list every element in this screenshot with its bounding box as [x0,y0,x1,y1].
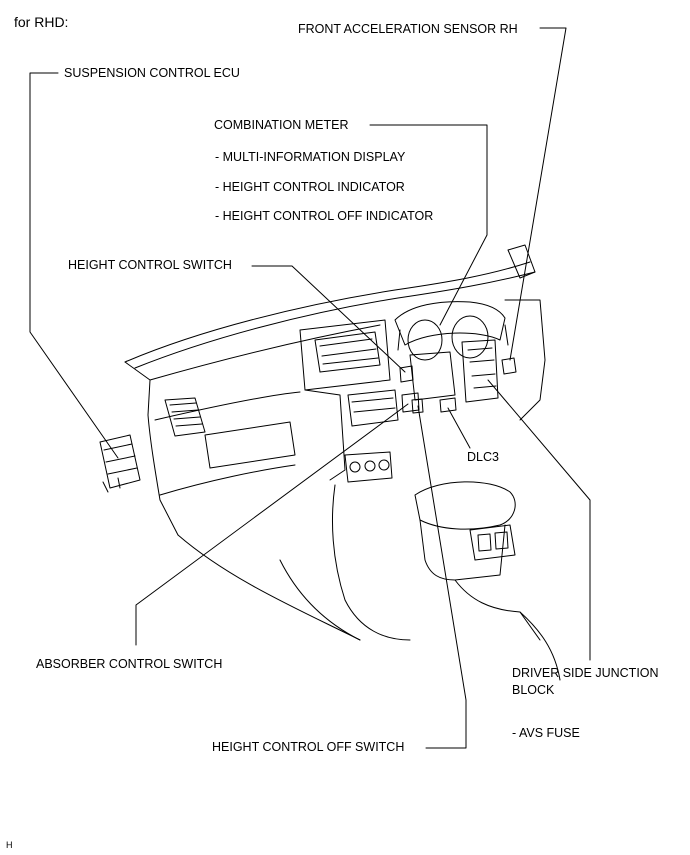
page-heading: for RHD: [14,14,69,30]
center-stack [304,389,346,481]
label-height-control-indicator: - HEIGHT CONTROL INDICATOR [215,180,405,194]
corner-mark: H [6,840,13,850]
leader-suspension-ecu [29,72,119,459]
center-vent-frame [299,319,391,391]
glovebox-lid [204,421,296,469]
label-height-control-off-switch: HEIGHT CONTROL OFF SWITCH [212,740,405,754]
label-absorber-control-switch: ABSORBER CONTROL SWITCH [36,657,223,671]
meter-dial-right [451,315,489,359]
height-off-switch-part [411,398,424,414]
climate-panel [344,451,393,483]
label-multi-information-display: - MULTI-INFORMATION DISPLAY [215,150,406,164]
label-front-acceleration-sensor: FRONT ACCELERATION SENSOR RH [298,22,518,36]
armrest-top [414,481,516,530]
label-height-control-off-indicator: - HEIGHT CONTROL OFF INDICATOR [215,209,434,223]
label-avs-fuse: - AVS FUSE [512,726,580,740]
left-vent [164,397,206,437]
a-pillar-right [507,244,536,279]
label-combination-meter: COMBINATION METER [214,118,349,132]
right-side-panel [504,299,546,421]
console-base [454,579,541,641]
dash-top-inner [134,271,536,369]
suspension-ecu-part [99,434,141,489]
center-tunnel [279,559,361,641]
glovebox-upper [154,391,301,421]
leader-junction-block [487,379,591,661]
leader-dlc3 [447,407,471,449]
floor-line-right [519,611,561,681]
floor-line-left [177,534,361,641]
label-driver-side-junction-block-line1: DRIVER SIDE JUNCTION [512,666,659,680]
label-height-control-switch: HEIGHT CONTROL SWITCH [68,258,232,272]
leader-combination-meter [369,124,488,326]
leader-absorber-switch [135,403,409,646]
steering-column [409,351,456,401]
center-vent-left [314,331,381,373]
console-side [332,484,411,641]
junction-block [461,339,499,403]
front-sensor-part [501,357,517,375]
glovebox-lower [159,464,296,496]
height-control-switch-part [399,365,414,383]
rear-vent-block [469,524,516,561]
label-dlc3: DLC3 [467,450,499,464]
dash-top-outline [124,261,531,363]
meter-hood [394,301,506,346]
meter-dial-left [407,319,443,361]
leader-height-off-switch [417,405,467,749]
dash-front-edge [124,324,381,381]
leader-front-sensor [509,27,567,361]
leader-height-switch [251,265,406,373]
label-driver-side-junction-block-line2: BLOCK [512,683,555,697]
dlc3-part [439,397,457,413]
audio-panel [347,389,399,427]
label-suspension-control-ecu: SUSPENSION CONTROL ECU [64,66,240,80]
left-dash-face [147,379,179,536]
absorber-switch-part [401,392,420,413]
